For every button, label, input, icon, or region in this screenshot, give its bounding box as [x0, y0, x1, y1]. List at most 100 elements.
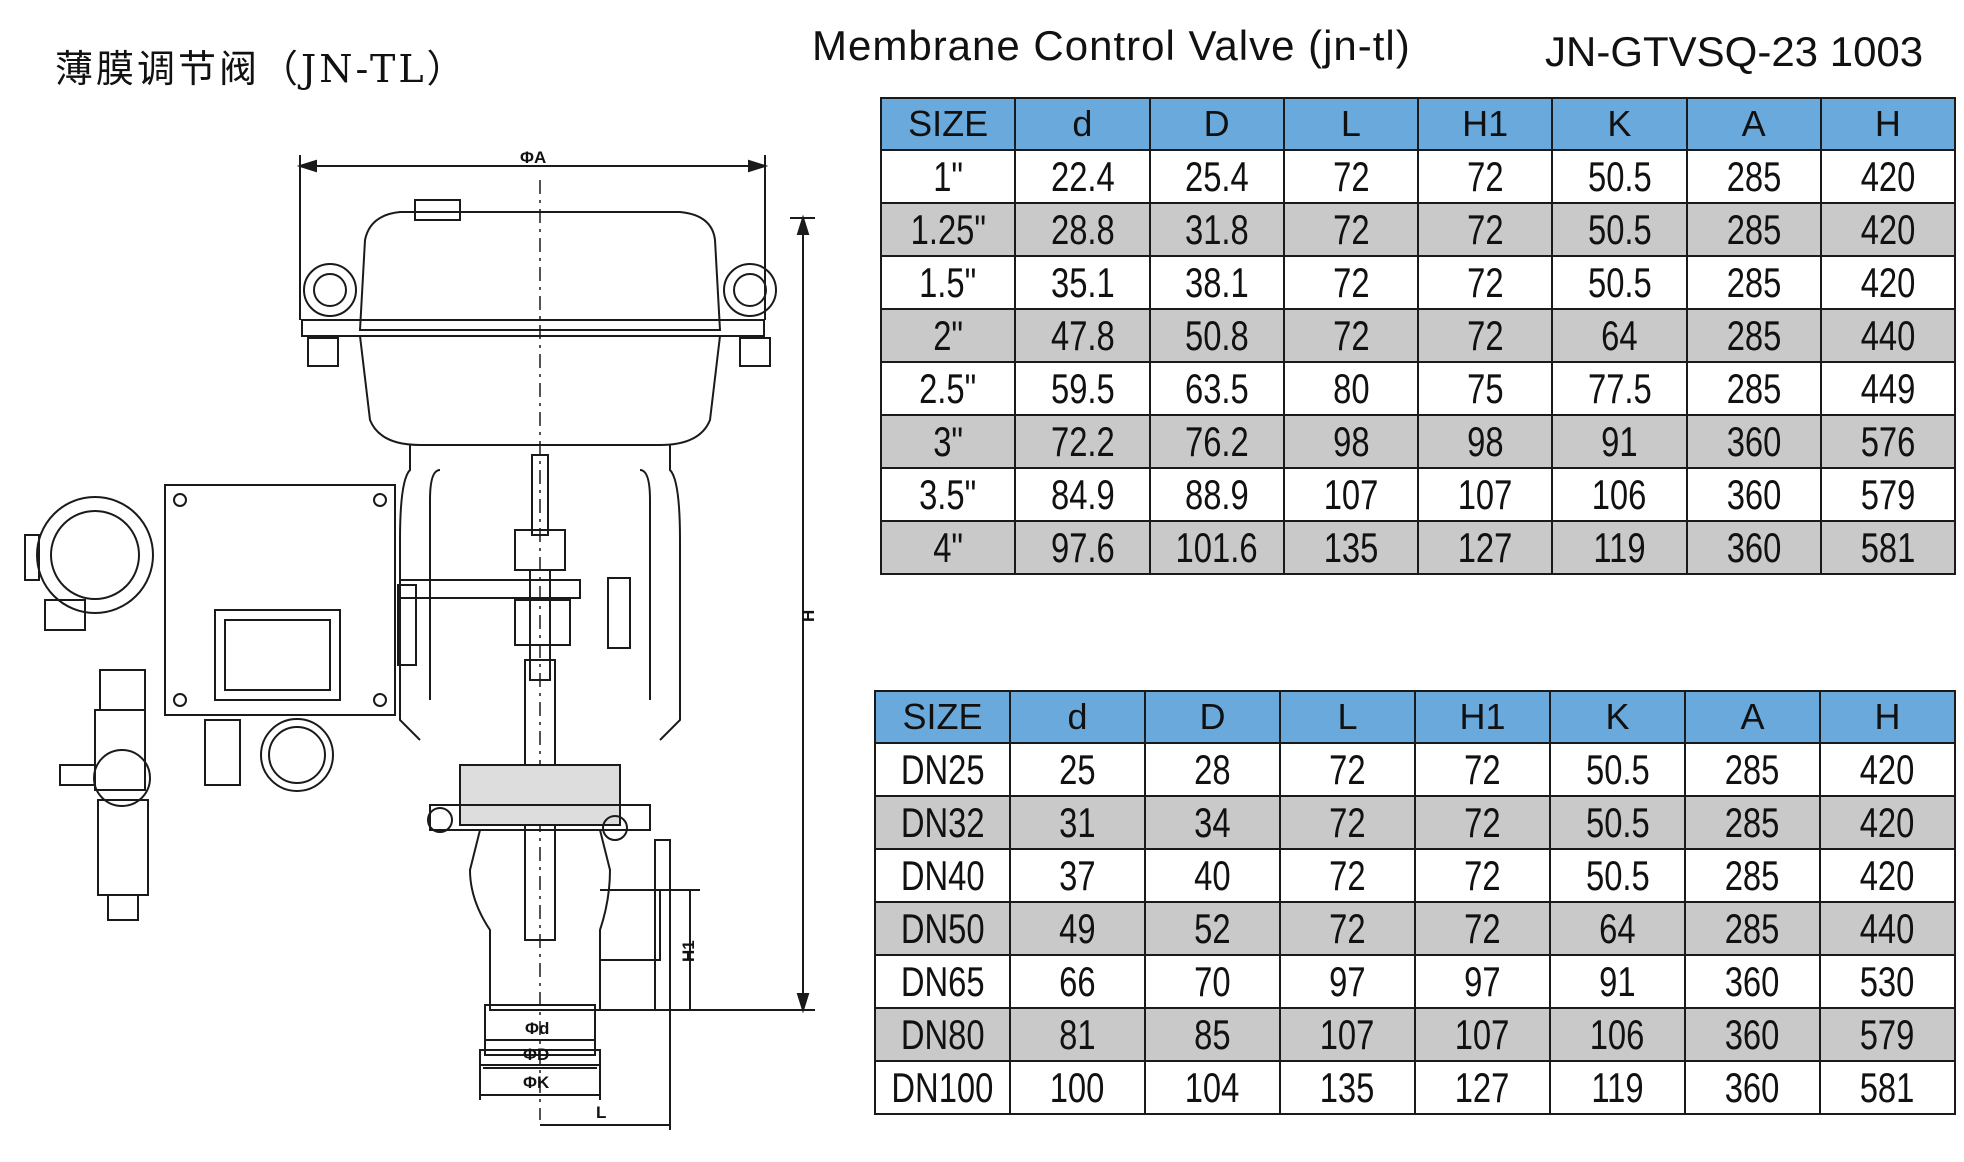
table-cell: 72.2 — [1014, 414, 1151, 469]
table-cell: 72 — [1416, 308, 1554, 363]
cell-value: 360 — [1726, 417, 1781, 465]
cell-value: 285 — [1726, 258, 1781, 306]
cell-value: 420 — [1860, 152, 1916, 200]
col-header: H1 — [1414, 690, 1551, 744]
cell-value: 360 — [1725, 1063, 1780, 1111]
col-header: A — [1684, 690, 1821, 744]
cell-value: 22.4 — [1050, 152, 1115, 200]
table-cell: 135 — [1279, 1060, 1416, 1115]
table-cell: 1" — [879, 149, 1017, 204]
cell-value: 77.5 — [1587, 364, 1652, 412]
cell-value: 72 — [1466, 152, 1504, 200]
table-cell: 285 — [1684, 795, 1821, 850]
table-cell: 49 — [1009, 901, 1146, 956]
table-cell: 84.9 — [1014, 467, 1151, 522]
cell-value: 40 — [1194, 851, 1231, 899]
col-header: L — [1282, 97, 1420, 151]
table-cell: 98 — [1416, 414, 1554, 469]
cell-value: 50.5 — [1585, 745, 1650, 793]
cell-value: 107 — [1455, 1010, 1510, 1058]
table-cell: 72 — [1279, 742, 1416, 797]
table-cell: 72 — [1279, 848, 1416, 903]
table-cell: 50.5 — [1551, 202, 1688, 257]
table-cell: 440 — [1819, 901, 1956, 956]
table-cell: 285 — [1684, 848, 1821, 903]
table-cell: 72 — [1282, 255, 1420, 310]
table-cell: 420 — [1819, 255, 1957, 310]
table-cell: 106 — [1551, 467, 1688, 522]
cell-value: DN25 — [900, 745, 985, 793]
table-cell: 50.5 — [1549, 742, 1686, 797]
cell-value: 72 — [1464, 851, 1501, 899]
table-cell: 50.5 — [1551, 255, 1688, 310]
table-cell: 420 — [1819, 742, 1956, 797]
cell-value: 49 — [1059, 904, 1096, 952]
table-cell: 360 — [1684, 1007, 1821, 1062]
table-cell: 107 — [1282, 467, 1420, 522]
label-phiD: ΦD — [523, 1045, 549, 1064]
table-cell: 104 — [1144, 1060, 1281, 1115]
diaphragm-bottom — [358, 335, 722, 446]
cell-value: 98 — [1466, 417, 1504, 465]
table-cell: DN25 — [874, 742, 1011, 797]
cell-value: 50.5 — [1587, 258, 1652, 306]
cell-value: 285 — [1725, 745, 1780, 793]
cell-value: 75 — [1466, 364, 1504, 412]
table-cell: 530 — [1819, 954, 1956, 1009]
table-cell: 420 — [1819, 848, 1956, 903]
table-cell: 25 — [1009, 742, 1146, 797]
table-cell: 360 — [1685, 467, 1822, 522]
table-cell: 285 — [1685, 255, 1822, 310]
table-cell: 98 — [1282, 414, 1420, 469]
label-phid: Φd — [525, 1019, 549, 1038]
cell-value: DN50 — [900, 904, 985, 952]
col-header: SIZE — [874, 690, 1011, 744]
cell-value: 72 — [1466, 311, 1504, 359]
table-cell: 360 — [1684, 954, 1821, 1009]
table-cell: 22.4 — [1014, 149, 1151, 204]
valve-body — [468, 829, 612, 1011]
cell-value: 72 — [1329, 745, 1366, 793]
product-code: JN-GTVSQ-23 1003 — [1545, 28, 1924, 75]
cell-value: 127 — [1457, 523, 1513, 571]
cell-value: 104 — [1185, 1063, 1240, 1111]
cell-value: 285 — [1726, 364, 1781, 412]
cell-value: 37 — [1059, 851, 1096, 899]
cell-value: 59.5 — [1050, 364, 1115, 412]
cell-value: 28 — [1194, 745, 1231, 793]
table-cell: 449 — [1819, 361, 1957, 416]
table-cell: 34 — [1144, 795, 1281, 850]
table-cell: 360 — [1685, 520, 1822, 575]
table-cell: 72 — [1416, 255, 1554, 310]
table-header-row: SIZE d D L H1 K A H — [874, 690, 1956, 744]
cell-value: 285 — [1726, 152, 1781, 200]
table-cell: 72 — [1282, 202, 1420, 257]
table-cell: 59.5 — [1014, 361, 1151, 416]
cell-value: 38.1 — [1184, 258, 1249, 306]
table-cell: 579 — [1819, 1007, 1956, 1062]
cell-value: 2.5" — [919, 364, 977, 412]
cell-value: 579 — [1860, 1010, 1915, 1058]
table-cell: 77.5 — [1551, 361, 1688, 416]
page-title-chinese: 薄膜调节阀（JN-TL） — [55, 47, 468, 91]
cell-value: 107 — [1323, 470, 1379, 518]
table-cell: 64 — [1551, 308, 1688, 363]
col-header: d — [1009, 690, 1146, 744]
table-cell: 28.8 — [1014, 202, 1151, 257]
table-cell: 581 — [1819, 1060, 1956, 1115]
cell-value: 31 — [1059, 798, 1096, 846]
cell-value: 72 — [1466, 258, 1504, 306]
table-cell: 88.9 — [1148, 467, 1285, 522]
cell-value: 91 — [1599, 957, 1636, 1005]
cell-value: 28.8 — [1050, 205, 1115, 253]
cell-value: 420 — [1860, 745, 1915, 793]
cell-value: 64 — [1601, 311, 1638, 359]
cell-value: 72.2 — [1050, 417, 1115, 465]
table-cell: 72 — [1282, 308, 1420, 363]
cell-value: 106 — [1592, 470, 1647, 518]
cell-value: 285 — [1726, 311, 1781, 359]
cell-value: 360 — [1726, 523, 1781, 571]
table-cell: 285 — [1685, 202, 1822, 257]
